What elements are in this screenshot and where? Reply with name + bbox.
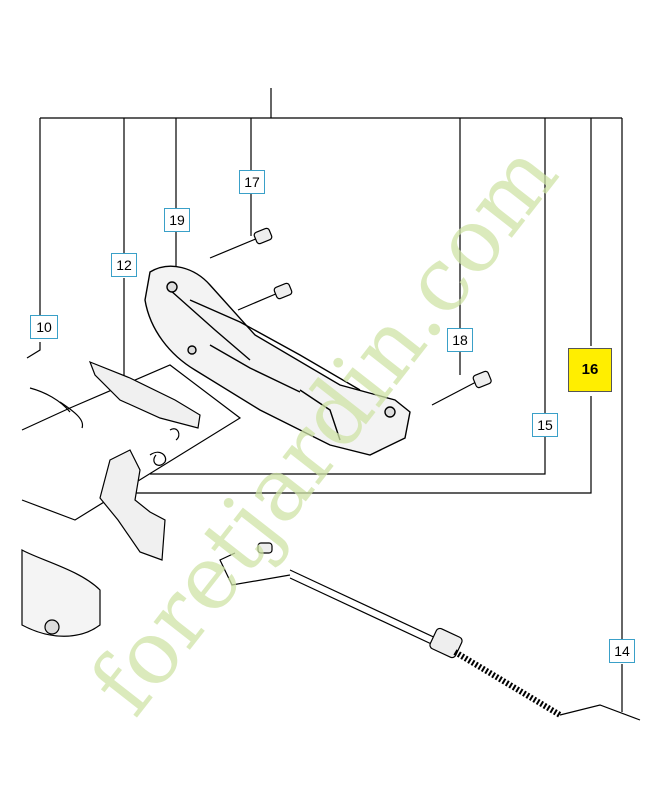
watermark-text: foretjardin.com	[70, 124, 577, 732]
callout-17: 17	[239, 170, 265, 194]
callout-16: 16	[568, 348, 612, 392]
watermark: foretjardin.com	[70, 124, 577, 732]
callout-14: 14	[609, 639, 635, 663]
leader-lines	[21, 88, 623, 712]
callout-12: 12	[111, 253, 137, 277]
screws	[209, 227, 492, 406]
callout-18: 18	[447, 328, 473, 352]
callout-15: 15	[532, 413, 558, 437]
callout-10: 10	[30, 315, 58, 339]
shaft-end	[21, 548, 101, 637]
callout-19: 19	[164, 208, 190, 232]
throttle-cable	[219, 542, 641, 721]
trigger-parts	[29, 360, 201, 561]
handle-housing	[144, 265, 411, 456]
